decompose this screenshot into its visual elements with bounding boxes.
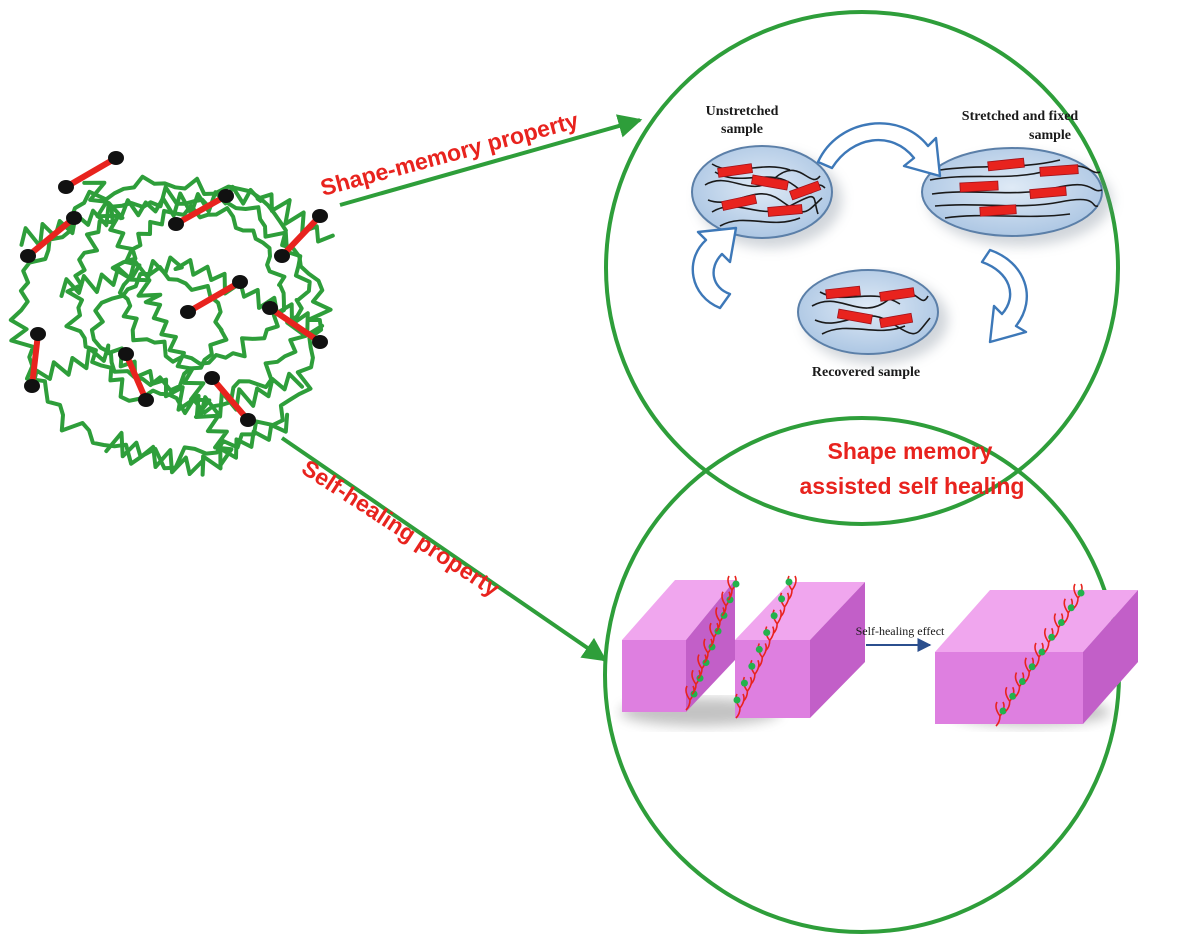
crosslink-node [274,249,290,263]
crosslink-node [108,151,124,165]
unstretched-label-line2: sample [721,122,763,137]
crosslink-node [20,249,36,263]
polymer-chain [110,203,287,366]
polymer-network-icon [8,151,335,477]
crosslink-nodes [20,151,328,427]
crosslink [25,215,77,259]
curved-arrow-icon [691,122,1028,344]
polymer-chain [82,180,234,467]
chain-bead [778,595,786,603]
chain-bead [1009,692,1017,700]
unstretched-rods [717,163,822,217]
chain-bead [1028,663,1036,671]
chain-bead [999,707,1007,715]
crosslinks [25,155,323,423]
chain-bead [733,696,741,704]
combined-label-line2: assisted self healing [800,473,1025,499]
crosslink-node [58,180,74,194]
crosslink-node [262,301,278,315]
shape-memory-circle [604,10,1120,526]
chain-bead [714,627,722,635]
polymer-chain [89,265,229,393]
self-healing-effect-label: Self-healing effect [856,624,945,638]
unstretched-label-line1: Unstretched [706,104,779,119]
crosslink [123,351,149,403]
chain-bead [726,596,734,604]
stretched-label-line2: sample [1029,128,1071,143]
chain-bead [690,690,698,698]
shape-memory-cycle: Unstretched sample Stretched and fixed s… [691,104,1112,380]
crosslink-node [232,275,248,289]
crosslink-node [312,209,328,223]
chain-bead [748,662,756,670]
crosslink-node [118,347,134,361]
chain-bead [770,612,778,620]
broken-block-right [735,582,865,718]
crosslink-node [138,393,154,407]
crosslink [267,305,323,345]
polymer-chain [104,412,290,477]
self-healing-illustration: Self-healing effect [620,575,1138,727]
stretched-label-line1: Stretched and fixed [962,109,1079,124]
stretched-rods [959,157,1079,217]
crosslink [173,193,229,227]
crosslink-node [168,217,184,231]
crosslink-node [312,335,328,349]
chain-bead [755,645,763,653]
crack-chains [685,575,1085,727]
chain-bead [1019,678,1026,685]
polymer-chain [64,185,312,416]
crosslink-node [240,413,256,427]
polymer-chain [30,343,304,419]
recovered-rods [825,285,915,329]
crosslink [29,331,41,389]
chain-bead [708,643,716,651]
recovered-ellipse [797,269,939,355]
arrow-to-shape-memory [339,114,643,207]
crosslink [209,375,251,423]
crosslink-node [180,305,196,319]
crosslink-node [66,211,82,225]
chain-bead [696,674,704,682]
healed-block [935,590,1138,724]
chain-bead [732,580,740,588]
chain-bead [763,629,771,637]
crosslink [279,213,323,259]
crosslink-node [218,189,234,203]
chain-bead [1077,589,1085,597]
crosslink-node [204,371,220,385]
chain-bead [740,679,748,687]
chain-bead [1058,619,1065,626]
recovered-label: Recovered sample [812,365,920,380]
arrow-to-self-healing [280,436,607,662]
self-healing-property-label: Self-healing property [297,454,504,601]
chain-bead [1048,633,1056,641]
shape-memory-property-label: Shape-memory property [318,107,582,201]
chain-bead [702,659,710,667]
combined-label-line1: Shape memory [828,438,993,464]
crosslink [63,155,119,190]
chain-bead [720,611,728,619]
chain-bead [1067,604,1075,612]
broken-block-left [622,580,735,712]
chain-bead [785,578,793,586]
crosslink-node [24,379,40,393]
crosslink [185,279,243,315]
crosslink-node [30,327,46,341]
chain-bead [1038,648,1046,656]
